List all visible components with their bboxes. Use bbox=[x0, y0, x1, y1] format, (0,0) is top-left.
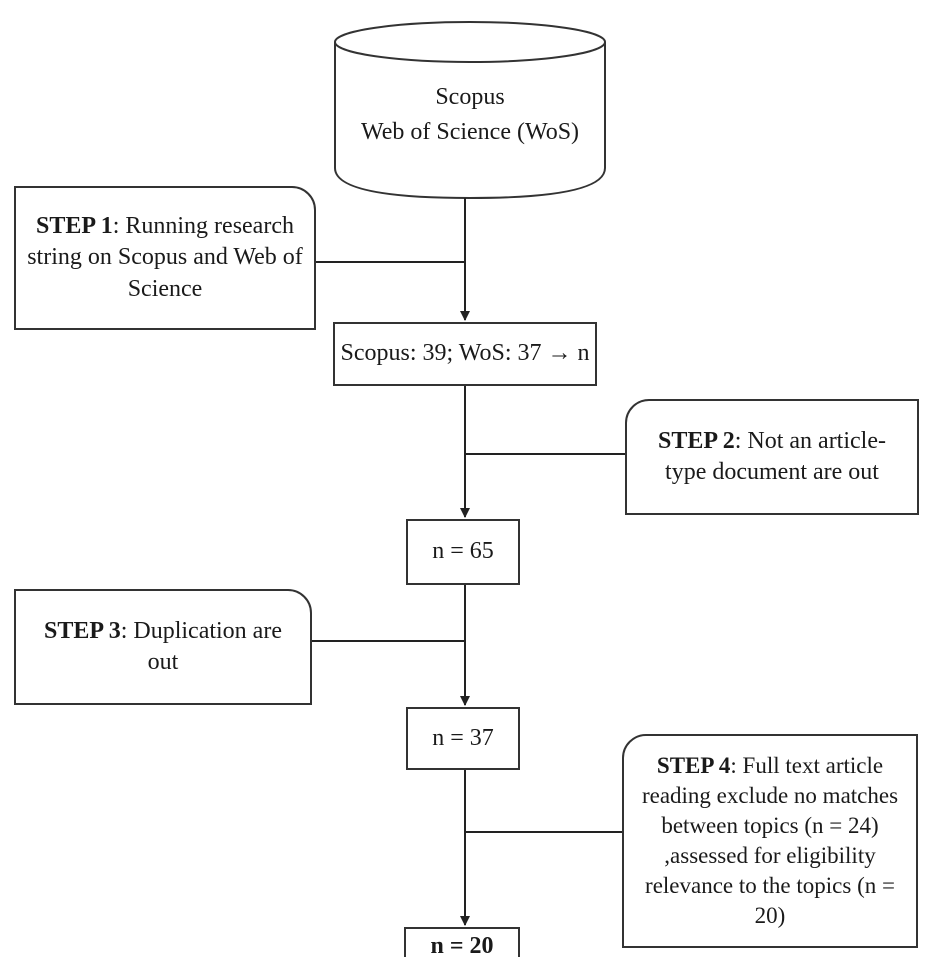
initial-count: Scopus: 39; WoS: 37 → n bbox=[340, 340, 590, 367]
step3-label: STEP 3 bbox=[44, 617, 121, 644]
database-cylinder bbox=[334, 21, 606, 200]
count-20: n = 20 bbox=[430, 933, 494, 959]
initial-count-box: Scopus: 39; WoS: 37 → n bbox=[333, 322, 597, 386]
step1-label: STEP 1 bbox=[36, 213, 113, 240]
step1-text: : Running research string on Scopus and … bbox=[27, 213, 303, 302]
step3-text: : Duplication are out bbox=[120, 617, 282, 675]
step4-box: STEP 4: Full text article reading exclud… bbox=[622, 734, 918, 948]
count-37: n = 37 bbox=[432, 724, 494, 751]
step1-box: STEP 1: Running research string on Scopu… bbox=[14, 186, 316, 330]
database-line-1: Scopus bbox=[435, 84, 505, 110]
count-20-box: n = 20 bbox=[404, 927, 520, 959]
count-37-box: n = 37 bbox=[406, 707, 520, 770]
step3-box: STEP 3: Duplication are out bbox=[14, 589, 312, 705]
step2-box: STEP 2: Not an article-type document are… bbox=[625, 399, 919, 515]
database-line-2: Web of Science (WoS) bbox=[360, 118, 580, 145]
step4-label: STEP 4 bbox=[656, 753, 731, 779]
step4-text: : Full text article reading exclude no m… bbox=[641, 753, 899, 928]
step2-label: STEP 2 bbox=[658, 427, 735, 454]
count-65: n = 65 bbox=[432, 538, 494, 565]
database-label: Scopus Web of Science (WoS) bbox=[335, 80, 605, 150]
count-65-box: n = 65 bbox=[406, 519, 520, 585]
step2-text: : Not an article-type document are out bbox=[665, 427, 886, 485]
